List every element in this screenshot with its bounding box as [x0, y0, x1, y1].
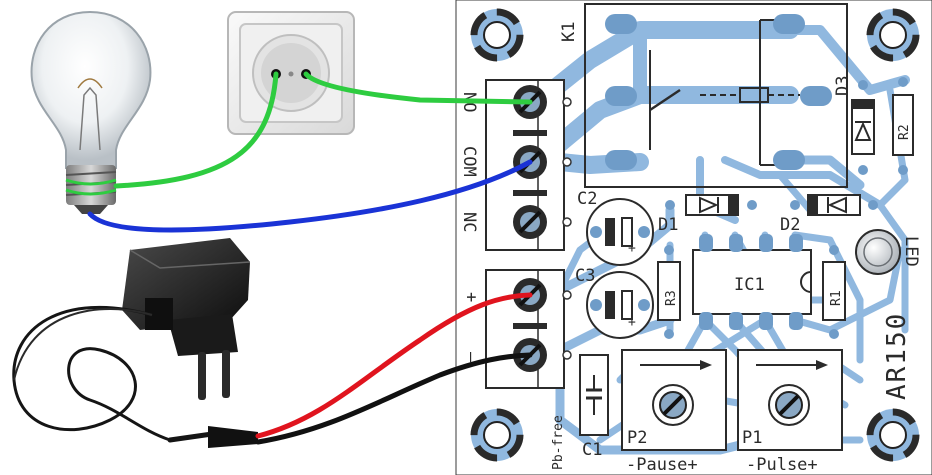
wall-socket-icon: [227, 11, 355, 135]
potentiometer-p1-label: P1: [742, 428, 762, 448]
mounting-hole-bottom-left: [470, 408, 524, 462]
potentiometer-p2-label: P2: [627, 428, 647, 448]
capacitor-c2: + C2: [577, 189, 654, 266]
capacitor-c1-label: C1: [582, 440, 602, 460]
resistor-r1: R1: [822, 245, 846, 339]
wire-green-socket-to-bulb: [113, 71, 279, 189]
terminal-minus-label: –: [461, 352, 481, 363]
capacitor-c2-label: C2: [577, 189, 597, 209]
pb-free-label: Pb-free: [551, 415, 566, 470]
resistor-r3: R3: [657, 245, 681, 339]
led-label: LED: [901, 236, 921, 267]
wire-green-socket-to-no: [303, 71, 533, 105]
mounting-hole-bottom-right: [866, 408, 920, 462]
diode-d1: D1: [658, 194, 757, 235]
mounting-hole-top-right: [866, 8, 920, 62]
resistor-r2: R2: [892, 77, 914, 175]
pcb-board: K1 NO COM NC: [455, 0, 932, 475]
wire-red-adapter-to-plus: [255, 292, 533, 439]
diode-d1-label: D1: [658, 215, 678, 235]
capacitor-c3-plus: +: [628, 315, 636, 330]
resistor-r1-label: R1: [829, 290, 844, 306]
pulse-label: -Pulse+: [746, 455, 818, 475]
diode-d3-label: D3: [833, 76, 853, 96]
diode-d3: D3: [833, 76, 875, 175]
capacitor-c3-label: C3: [575, 266, 595, 286]
pause-label: -Pause+: [626, 455, 698, 475]
terminal-nc-label: NC: [459, 212, 479, 232]
capacitor-c1: C1: [579, 354, 609, 460]
board-model-label: AR150: [882, 312, 912, 400]
diode-d2-label: D2: [780, 215, 800, 235]
terminal-com-label: COM: [459, 146, 479, 177]
resistor-r2-label: R2: [897, 124, 912, 140]
power-adapter-icon: [12, 238, 258, 448]
wire-blue-bulb-to-com: [87, 159, 533, 233]
capacitor-c2-plus: +: [628, 241, 636, 256]
potentiometer-p2: P2 -Pause+: [621, 349, 727, 475]
light-bulb-icon: [30, 10, 152, 214]
ic1-chip: IC1: [692, 234, 812, 330]
capacitor-c3: + C3: [575, 266, 654, 339]
terminal-plus-label: +: [461, 292, 481, 302]
relay-label: K1: [559, 22, 579, 42]
mounting-hole-top-left: [470, 8, 524, 62]
diode-d2: D2: [780, 194, 878, 235]
terminal-block-relay: NO COM NC: [459, 79, 572, 251]
ic1-label: IC1: [734, 275, 765, 295]
relay-k1: K1: [559, 3, 848, 188]
wire-black-adapter-to-minus: [255, 352, 533, 445]
led: LED: [855, 229, 921, 275]
resistor-r3-label: R3: [664, 290, 679, 306]
potentiometer-p1: P1 -Pulse+: [737, 349, 843, 475]
